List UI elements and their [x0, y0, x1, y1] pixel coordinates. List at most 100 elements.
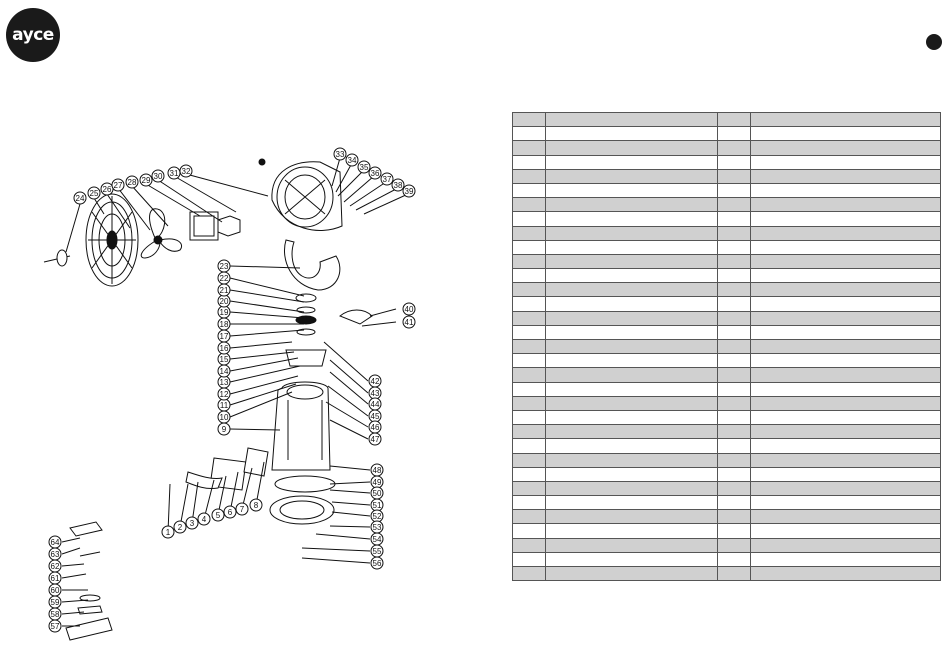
svg-text:29: 29 — [142, 176, 151, 185]
svg-text:59: 59 — [51, 598, 60, 607]
svg-text:39: 39 — [405, 187, 414, 196]
callout-60: 60 — [48, 583, 62, 597]
parts-table-cell — [717, 395, 751, 411]
fan-blade — [140, 208, 183, 259]
svg-text:62: 62 — [51, 562, 60, 571]
parts-table-cell — [512, 111, 546, 128]
svg-text:17: 17 — [220, 332, 229, 341]
page-marker-dot — [926, 34, 942, 50]
svg-text:18: 18 — [220, 320, 229, 329]
parts-table-cell — [545, 211, 718, 227]
callout-43: 43 — [368, 386, 382, 400]
callout-57: 57 — [48, 619, 62, 633]
callout-31: 31 — [167, 166, 181, 180]
parts-table-row — [512, 140, 941, 156]
parts-table-row — [512, 466, 941, 482]
swivel-stack — [285, 293, 327, 367]
parts-table-row — [512, 168, 941, 184]
svg-text:42: 42 — [371, 377, 380, 386]
svg-text:50: 50 — [373, 489, 382, 498]
parts-table-cell — [717, 523, 751, 539]
parts-table-cell — [545, 495, 718, 511]
parts-table-cell — [545, 551, 718, 568]
svg-text:21: 21 — [220, 286, 229, 295]
parts-table-cell — [512, 367, 546, 383]
callout-3: 3 — [185, 516, 199, 530]
front-grille — [85, 193, 139, 287]
parts-table-row — [512, 126, 941, 142]
parts-table-row — [512, 296, 941, 312]
svg-text:48: 48 — [373, 466, 382, 475]
callout-52: 52 — [370, 509, 384, 523]
svg-text:35: 35 — [360, 163, 369, 172]
parts-table-cell — [750, 480, 941, 497]
parts-table-row — [512, 395, 941, 411]
svg-text:57: 57 — [51, 622, 60, 631]
parts-table-row — [512, 509, 941, 525]
parts-table-cell — [545, 168, 718, 184]
parts-table-cell — [545, 480, 718, 497]
parts-table-cell — [717, 140, 751, 156]
svg-text:36: 36 — [371, 169, 380, 178]
svg-text:5: 5 — [216, 511, 221, 520]
callout-54: 54 — [370, 532, 384, 546]
parts-table-cell — [545, 310, 718, 326]
parts-table-cell — [512, 565, 546, 582]
parts-table-cell — [717, 211, 751, 227]
parts-table-row — [512, 565, 941, 582]
callout-9: 9 — [217, 422, 231, 436]
svg-text:63: 63 — [51, 550, 60, 559]
svg-text:1: 1 — [166, 528, 171, 537]
parts-table-cell — [750, 565, 941, 582]
parts-table-cell — [717, 438, 751, 454]
parts-table-cell — [545, 565, 718, 582]
parts-table-row — [512, 424, 941, 440]
parts-table-cell — [512, 310, 546, 326]
parts-table-row — [512, 495, 941, 511]
svg-text:12: 12 — [220, 390, 229, 399]
parts-table-cell — [512, 225, 546, 241]
parts-table-row — [512, 225, 941, 241]
callout-49: 49 — [370, 475, 384, 489]
motor-block — [189, 211, 241, 241]
parts-table-cell — [512, 211, 546, 227]
parts-table-cell — [512, 395, 546, 411]
parts-table-cell — [717, 239, 751, 255]
callout-47: 47 — [368, 432, 382, 446]
svg-text:30: 30 — [154, 172, 163, 181]
svg-text:61: 61 — [51, 574, 60, 583]
parts-table-cell — [750, 268, 941, 284]
parts-table-cell — [545, 239, 718, 255]
parts-table-cell — [750, 239, 941, 255]
parts-table-cell — [545, 182, 718, 199]
parts-table-cell — [717, 565, 751, 582]
parts-table-cell — [545, 424, 718, 440]
callout-58: 58 — [48, 607, 62, 621]
parts-table-cell — [512, 523, 546, 539]
svg-text:22: 22 — [220, 274, 229, 283]
parts-table-cell — [750, 495, 941, 511]
parts-table-cell — [717, 268, 751, 284]
control-panel — [185, 447, 269, 491]
callout-39: 39 — [402, 184, 416, 198]
svg-text:26: 26 — [103, 185, 112, 194]
parts-table-cell — [512, 239, 546, 255]
svg-text:14: 14 — [220, 367, 229, 376]
callout-18: 18 — [217, 317, 231, 331]
parts-table-cell — [717, 338, 751, 355]
callout-20: 20 — [217, 294, 231, 308]
parts-table-row — [512, 523, 941, 539]
svg-text:58: 58 — [51, 610, 60, 619]
parts-table-cell — [750, 182, 941, 199]
callout-42: 42 — [368, 374, 382, 388]
parts-table-row — [512, 211, 941, 227]
parts-table-cell — [545, 253, 718, 270]
parts-table-cell — [545, 296, 718, 312]
parts-table-cell — [512, 409, 546, 426]
parts-table-row — [512, 367, 941, 383]
parts-table-row — [512, 239, 941, 255]
parts-table-cell — [717, 168, 751, 184]
base-plates — [269, 475, 336, 525]
svg-text:44: 44 — [371, 400, 380, 409]
svg-text:54: 54 — [373, 535, 382, 544]
